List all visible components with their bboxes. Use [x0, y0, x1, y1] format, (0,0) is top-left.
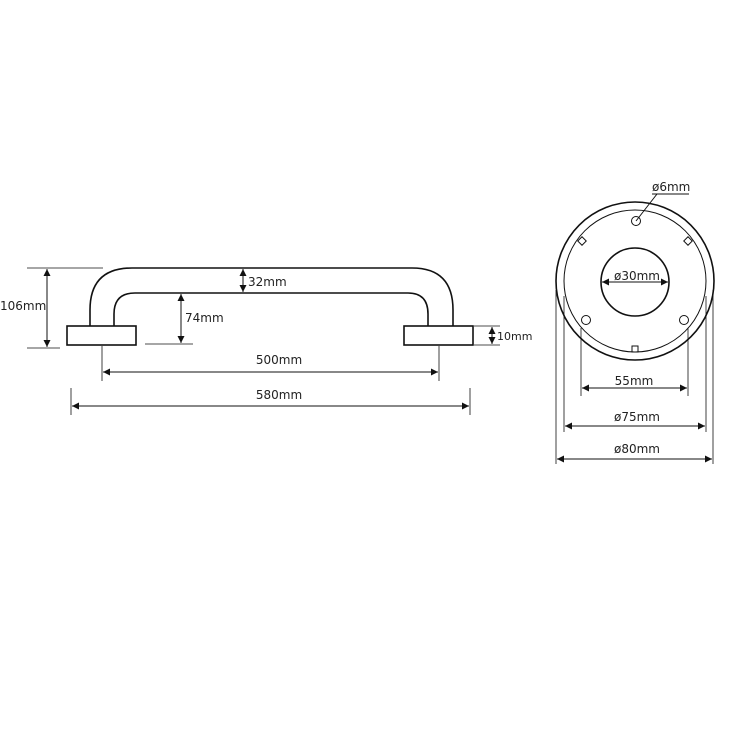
grab-bar-outer-contour — [89, 267, 454, 326]
center-hole-circle — [600, 247, 670, 317]
height-total-label: 106mm — [0, 299, 46, 313]
left-mounting-plate — [66, 325, 137, 346]
marker-square — [577, 236, 587, 246]
side-view: 106mm 32mm 74mm 10mm 500mm 580mm — [0, 267, 532, 415]
screw-hole-leader — [635, 193, 658, 222]
inner-diameter-label: ø75mm — [614, 410, 660, 424]
front-view: ø6mm ø30mm 55mm ø75mm ø80mm — [555, 180, 715, 464]
marker-square — [631, 345, 639, 353]
outer-rosette-circle — [555, 201, 715, 361]
tube-diameter-label: 32mm — [248, 275, 287, 289]
screw-hole-right — [679, 315, 689, 325]
center-hole-label: ø30mm — [614, 269, 660, 283]
plate-thickness-label: 10mm — [497, 330, 532, 343]
screw-hole-label: ø6mm — [652, 180, 690, 194]
screw-hole-left — [581, 315, 591, 325]
grab-bar-inner-contour — [113, 292, 429, 326]
overall-length-label: 580mm — [256, 388, 302, 402]
screw-hole-top — [631, 216, 641, 226]
center-spacing-label: 500mm — [256, 353, 302, 367]
outer-diameter-label: ø80mm — [614, 442, 660, 456]
marker-square — [683, 236, 693, 246]
hole-spacing-label: 55mm — [615, 374, 654, 388]
right-mounting-plate — [403, 325, 474, 346]
inner-height-label: 74mm — [185, 311, 224, 325]
